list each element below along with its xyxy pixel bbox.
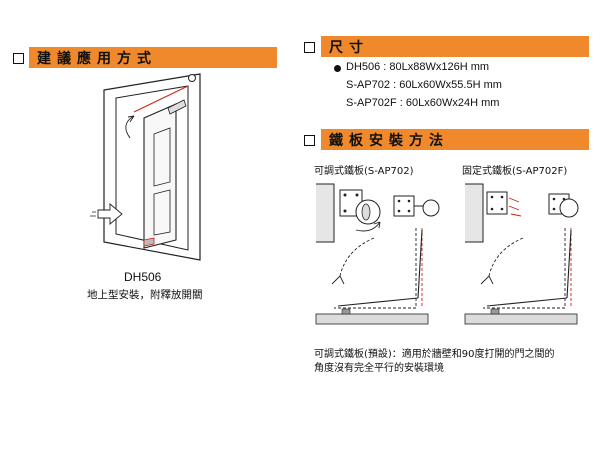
model-label: DH506	[124, 270, 162, 284]
install-note-line-1: 可調式鐵板(預設)：適用於牆壁和90度打開的門之間的	[314, 349, 555, 360]
fixed-plate-label: 固定式鐵板(S-AP702F)	[462, 166, 568, 177]
install-header-bar: 鐵板安裝方法	[321, 129, 589, 150]
dimension-line: DH506 : 80Lx88Wx126H mm	[346, 61, 490, 73]
door-installation-illustration	[90, 73, 201, 261]
dimension-line: S-AP702 : 60Lx60Wx55.5H mm	[346, 79, 502, 91]
bullet-icon	[334, 65, 341, 72]
adjustable-plate-label: 可調式鐵板(S-AP702)	[314, 166, 414, 177]
adjustable-plate-diagram	[315, 183, 440, 325]
dimensions-header-bar: 尺寸	[321, 36, 589, 57]
usage-header-title: 建議應用方式	[37, 51, 157, 67]
section-checkbox-icon	[304, 42, 315, 53]
install-header-title: 鐵板安裝方法	[329, 133, 449, 149]
install-note-line-2: 角度沒有完全平行的安裝環境	[314, 363, 444, 374]
fixed-plate-diagram	[464, 183, 579, 325]
dimension-line: S-AP702F : 60Lx60Wx24H mm	[346, 97, 500, 109]
model-caption: 地上型安裝，附釋放開關	[87, 289, 203, 301]
section-checkbox-icon	[13, 53, 24, 64]
section-checkbox-icon	[304, 135, 315, 146]
usage-header-bar: 建議應用方式	[29, 47, 277, 68]
dimensions-header-title: 尺寸	[329, 40, 369, 56]
